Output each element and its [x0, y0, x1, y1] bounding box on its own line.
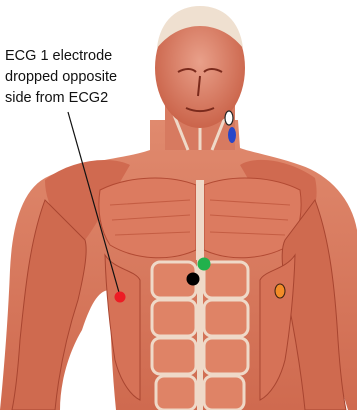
green-electrode	[198, 258, 211, 271]
annotation-line-2: dropped opposite	[5, 67, 155, 88]
annotation-line-1: ECG 1 electrode	[5, 46, 155, 67]
sternum	[196, 180, 204, 260]
white-electrode	[225, 111, 233, 125]
left-oblique	[105, 255, 140, 400]
red-electrode	[115, 292, 126, 303]
blue-electrode	[228, 127, 236, 143]
orange-electrode	[275, 284, 285, 298]
black-electrode	[187, 273, 200, 286]
annotation-line-3: side from ECG2	[5, 88, 155, 109]
annotation-text: ECG 1 electrode dropped opposite side fr…	[5, 46, 155, 109]
